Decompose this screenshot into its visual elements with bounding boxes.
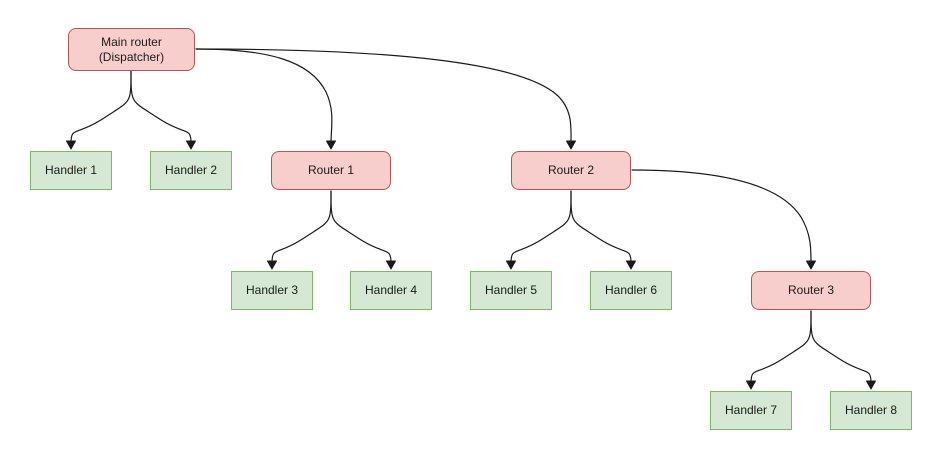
node-router-3[interactable]: Router 3 <box>751 271 871 310</box>
edge-router-2-to-handler-6 <box>570 190 636 270</box>
arrowhead-icon <box>566 140 576 150</box>
node-label-handler-6: Handler 6 <box>604 283 658 297</box>
node-label-router-2: Router 2 <box>547 163 595 177</box>
node-label-handler-4: Handler 4 <box>364 283 418 297</box>
node-handler-5[interactable]: Handler 5 <box>470 271 552 310</box>
node-label-handler-5: Handler 5 <box>484 283 538 297</box>
arrowhead-icon <box>66 140 76 150</box>
edge-router-1-to-handler-3 <box>267 190 332 270</box>
node-router-1[interactable]: Router 1 <box>271 151 391 190</box>
node-label-handler-2: Handler 2 <box>164 163 218 177</box>
node-handler-2[interactable]: Handler 2 <box>150 151 232 190</box>
node-router-2[interactable]: Router 2 <box>511 151 631 190</box>
edge-router-2-to-router-3 <box>631 169 816 270</box>
node-handler-6[interactable]: Handler 6 <box>590 271 672 310</box>
node-handler-7[interactable]: Handler 7 <box>710 391 792 430</box>
node-label-handler-8: Handler 8 <box>844 403 898 417</box>
node-label-router-3: Router 3 <box>787 283 835 297</box>
node-handler-3[interactable]: Handler 3 <box>231 271 313 310</box>
arrowhead-icon <box>386 260 396 270</box>
edge-router-2-to-handler-5 <box>506 190 572 270</box>
node-handler-8[interactable]: Handler 8 <box>830 391 912 430</box>
edge-main-router-to-router-1 <box>195 48 336 150</box>
arrowhead-icon <box>267 260 277 270</box>
edge-main-router-to-handler-2 <box>130 70 196 150</box>
arrowhead-icon <box>506 260 516 270</box>
edge-router-3-to-handler-7 <box>746 310 812 390</box>
edge-router-1-to-handler-4 <box>330 190 396 270</box>
node-label-handler-7: Handler 7 <box>724 403 778 417</box>
edge-main-router-to-router-2 <box>195 48 576 150</box>
node-main-router[interactable]: Main router (Dispatcher) <box>68 28 195 71</box>
edge-router-3-to-handler-8 <box>810 310 876 390</box>
arrowhead-icon <box>186 140 196 150</box>
edge-main-router-to-handler-1 <box>66 70 132 150</box>
arrowhead-icon <box>746 380 756 390</box>
arrowhead-icon <box>806 260 816 270</box>
node-label-router-1: Router 1 <box>307 163 355 177</box>
node-label-main-router: Main router (Dispatcher) <box>98 34 165 64</box>
node-label-handler-3: Handler 3 <box>245 283 299 297</box>
node-label-handler-1: Handler 1 <box>44 163 98 177</box>
arrowhead-icon <box>626 260 636 270</box>
arrowhead-icon <box>326 140 336 150</box>
node-handler-1[interactable]: Handler 1 <box>30 151 112 190</box>
node-handler-4[interactable]: Handler 4 <box>350 271 432 310</box>
arrowhead-icon <box>866 380 876 390</box>
